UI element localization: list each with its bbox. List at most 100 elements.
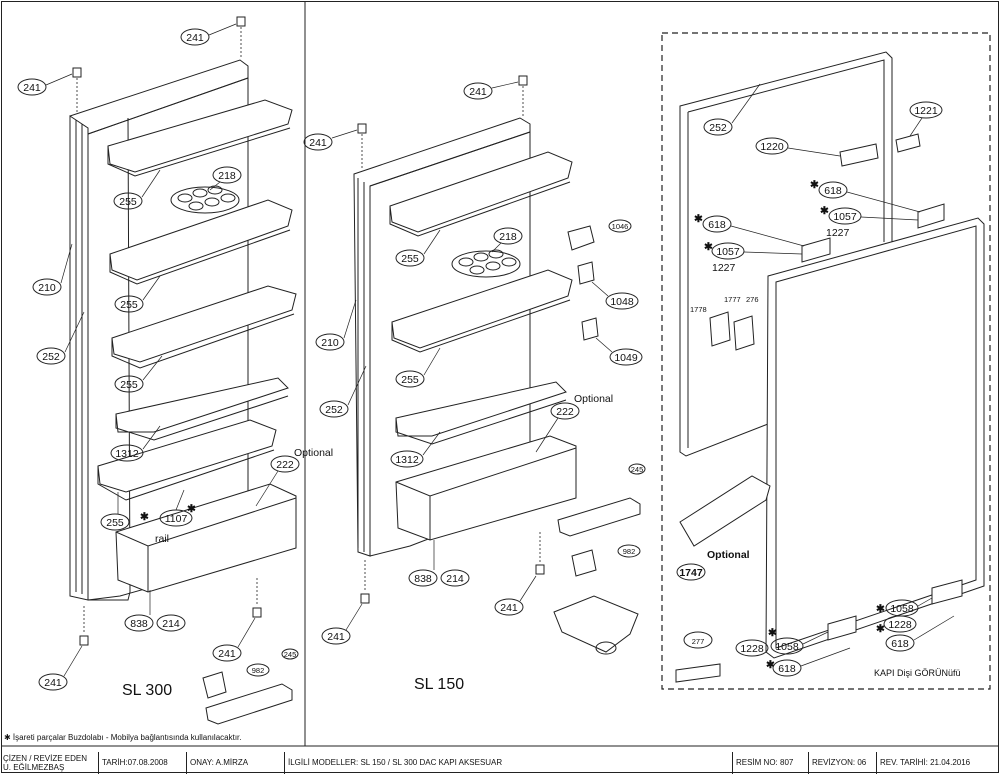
asterisk-mark: ✱ (876, 603, 885, 615)
sl300-shelf-2 (109, 199, 293, 285)
label-838: 838 (414, 573, 432, 585)
asterisk-mark: ✱ (694, 213, 703, 225)
asterisk-mark: ✱ (876, 623, 885, 635)
label-1312: 1312 (115, 448, 139, 460)
bracket-1057-lower (801, 237, 831, 263)
sl150-egg-tray (451, 249, 521, 278)
label-214: 214 (162, 618, 180, 630)
drawn-by-label: ÇİZEN / REVİZE EDEN (3, 754, 88, 763)
label-982: 982 (623, 547, 636, 556)
sl150-labels: 241 241 255 218 1046 1048 1049 210 252 2… (303, 81, 646, 693)
label-255: 255 (120, 299, 138, 311)
label-1057: 1057 (716, 246, 740, 258)
sl150-part-1046 (567, 225, 595, 251)
label-1228: 1228 (740, 643, 764, 655)
label-1046: 1046 (612, 222, 629, 231)
drawn-by-cell: ÇİZEN / REVİZE EDEN U. EĞİLMEZBAŞ (0, 752, 98, 774)
sl300-gasket (75, 120, 83, 594)
label-618: 618 (778, 663, 796, 675)
asterisk-mark: ✱ (187, 503, 196, 515)
label-218: 218 (499, 231, 517, 243)
sl300-bottle-shelf (115, 483, 297, 593)
label-1220: 1220 (760, 141, 784, 153)
label-255: 255 (120, 379, 138, 391)
sl300-hinge-pin-bottom-right (252, 607, 262, 618)
sl150-handle-982 (571, 549, 597, 577)
revision-cell: REVİZYON: 06 (808, 752, 876, 774)
sl150-shelf-1 (389, 151, 573, 237)
part-1778 (709, 311, 731, 347)
label-1747: 1747 (679, 567, 703, 579)
sl300-hinge-pin-bottom-left (79, 635, 89, 646)
door-outer-caption: KAPI Dişi GÖRÜNüfü (874, 668, 961, 678)
sl150-part-1049 (581, 317, 599, 341)
sl300-shelf-1312 (115, 377, 289, 441)
label-1227: 1227 (826, 227, 850, 239)
bracket-1057-upper (917, 203, 945, 229)
sl300-shelf-1107 (97, 419, 277, 501)
label-618: 618 (891, 638, 909, 650)
sl300-labels: 241 241 255 218 210 252 255 255 1312 255… (17, 23, 333, 699)
sl150-part-1048 (577, 261, 595, 285)
label-255: 255 (401, 253, 419, 265)
label-241: 241 (218, 648, 236, 660)
label-838: 838 (130, 618, 148, 630)
sl300-handle-982 (202, 671, 227, 699)
label-222: 222 (276, 459, 294, 471)
label-241: 241 (44, 677, 62, 689)
door-outer-assembly (675, 51, 985, 683)
sl300-cover-245 (205, 683, 293, 725)
label-1778: 1778 (690, 305, 707, 314)
sl150-hinge-pin-bottom-left (360, 593, 370, 604)
label-210: 210 (321, 337, 339, 349)
models-cell: İLGİLİ MODELLER: SL 150 / SL 300 DAC KAP… (284, 752, 732, 774)
label-245: 245 (631, 465, 644, 474)
label-618: 618 (824, 185, 842, 197)
date-cell: TARİH:07.08.2008 (98, 752, 186, 774)
sl150-cover-245 (557, 497, 641, 537)
door-outer-view-frame (661, 32, 991, 690)
rail-kit-1747 (679, 475, 771, 547)
sl150-shelf-1312 (395, 381, 567, 445)
drawn-by-name: U. EĞİLMEZBAŞ (3, 763, 65, 772)
sl150-door-assembly (353, 75, 641, 655)
label-1107: 1107 (165, 513, 188, 525)
label-252: 252 (325, 404, 343, 416)
sl300-hinge-pin-top-right (236, 16, 246, 27)
sl300-rail-label: rail (155, 533, 169, 545)
label-1057: 1057 (833, 211, 857, 223)
label-241: 241 (469, 86, 487, 98)
label-1228: 1228 (888, 619, 912, 631)
label-1227: 1227 (712, 262, 736, 274)
label-982: 982 (252, 666, 265, 675)
sl150-hinge-pin-bottom-right (535, 564, 545, 575)
sl300-model-label: SL 300 (122, 682, 172, 699)
label-276: 276 (746, 295, 759, 304)
drawing-no-cell: RESİM NO: 807 (732, 752, 808, 774)
label-1048: 1048 (610, 296, 634, 308)
label-1058: 1058 (890, 603, 914, 615)
sl300-door-side (69, 115, 89, 601)
sl300-egg-tray (170, 185, 240, 214)
asterisk-mark: ✱ (768, 627, 777, 639)
sl150-optional-label: Optional (574, 393, 613, 405)
sl300-shelf-1 (107, 99, 293, 177)
asterisk-mark: ✱ (766, 659, 775, 671)
sl300-door-assembly (69, 16, 297, 725)
label-214: 214 (446, 573, 464, 585)
sl150-hinge-pin-top-left (357, 123, 367, 134)
title-block: ÇİZEN / REVİZE EDEN U. EĞİLMEZBAŞ TARİH:… (0, 752, 1000, 774)
label-255: 255 (106, 517, 124, 529)
footnote: ✱ İşareti parçalar Buzdolabı - Mobilya b… (4, 733, 242, 742)
bracket-1058-right (931, 579, 963, 605)
sl300-optional-label: Optional (294, 447, 333, 459)
label-1777: 1777 (724, 295, 741, 304)
asterisk-mark: ✱ (704, 241, 713, 253)
label-277: 277 (692, 637, 705, 646)
label-241: 241 (309, 137, 327, 149)
label-218: 218 (218, 170, 236, 182)
label-618: 618 (708, 219, 726, 231)
part-277 (675, 663, 721, 683)
